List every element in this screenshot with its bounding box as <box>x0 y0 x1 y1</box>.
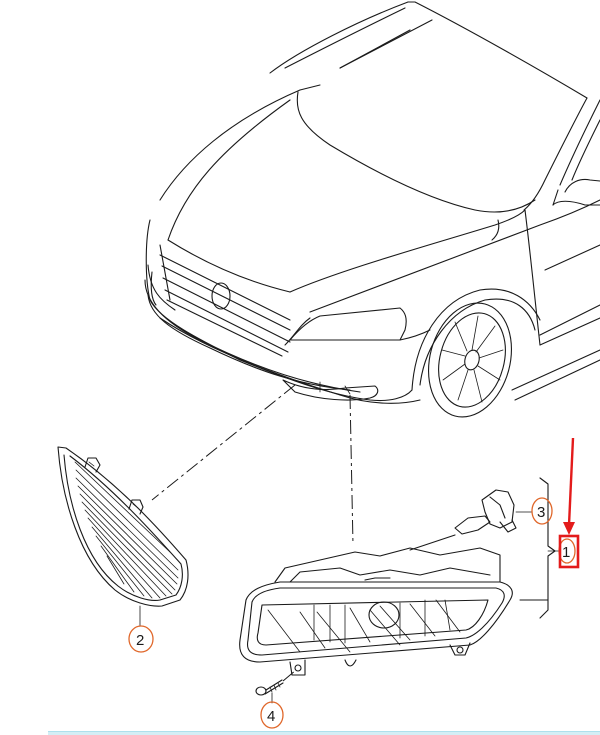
callout-1[interactable]: 1 <box>547 534 580 569</box>
callout-2[interactable]: 2 <box>128 605 154 653</box>
callout-label: 1 <box>562 544 570 561</box>
red-arrow-annotation <box>563 437 575 535</box>
callout-3[interactable]: 3 <box>515 497 553 525</box>
callout-circle <box>260 701 284 729</box>
highlight-box <box>558 534 580 569</box>
callout-circle <box>128 625 154 653</box>
fog-light-part <box>239 534 513 676</box>
callout-label: 4 <box>267 708 275 725</box>
assembly-bracket <box>539 477 556 619</box>
grille-insert-part <box>57 446 189 607</box>
screw-part <box>255 669 297 696</box>
leader-grille <box>151 384 296 501</box>
bulb-part <box>454 489 517 535</box>
bottom-divider-bar <box>48 731 600 735</box>
callout-4[interactable]: 4 <box>260 692 284 729</box>
car-illustration <box>144 1 600 418</box>
leader-foglight <box>349 394 354 546</box>
callout-label: 3 <box>537 504 545 521</box>
callout-circle <box>531 497 553 525</box>
callout-label: 2 <box>136 632 144 649</box>
